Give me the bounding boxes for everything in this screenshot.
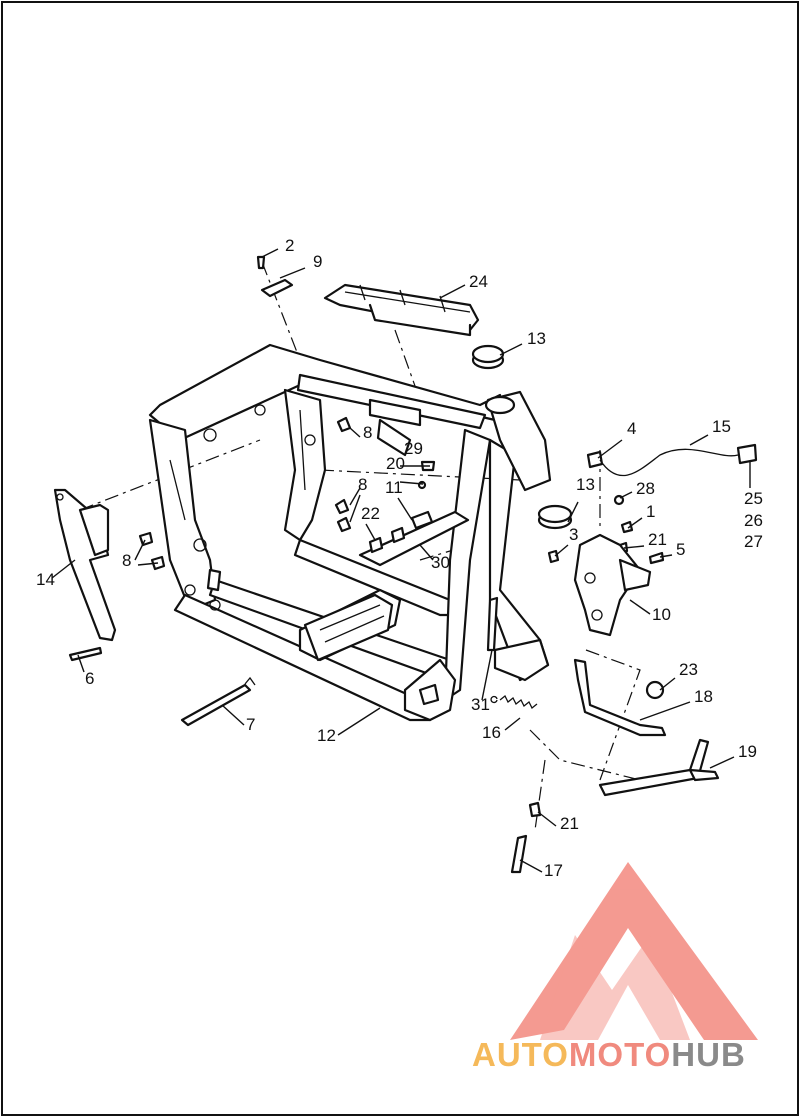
callout-c13b: 13 xyxy=(576,475,595,494)
callout-c22: 22 xyxy=(361,504,380,523)
part-13-bearing-cups xyxy=(471,344,573,530)
callout-c19: 19 xyxy=(738,742,757,761)
callout-c9: 9 xyxy=(313,252,322,271)
part-7-cable-tie xyxy=(180,676,256,727)
callout-c18: 18 xyxy=(694,687,713,706)
callout-c15: 15 xyxy=(712,417,731,436)
fasteners xyxy=(68,255,665,874)
part-10-stand-bracket xyxy=(573,533,652,637)
callout-c8a: 8 xyxy=(363,423,372,442)
callout-c30: 30 xyxy=(431,553,450,572)
watermark-logo xyxy=(510,862,758,1040)
callout-c16: 16 xyxy=(482,723,501,742)
callout-c11: 11 xyxy=(385,478,403,497)
callout-c23: 23 xyxy=(679,660,698,679)
watermark-text: AUTOMOTOHUB xyxy=(472,1036,746,1073)
part-18-jiffy-stand xyxy=(573,658,667,737)
watermark-part3: HUB xyxy=(671,1036,746,1073)
callout-c26: 26 xyxy=(744,511,763,530)
callout-c7: 7 xyxy=(246,715,255,734)
part-14-bracket xyxy=(53,488,117,642)
callout-c8c: 8 xyxy=(122,551,131,570)
callout-c8b: 8 xyxy=(358,475,367,494)
callout-c10: 10 xyxy=(652,605,671,624)
watermark-part2: MOTO xyxy=(569,1036,671,1073)
callout-c6: 6 xyxy=(85,669,94,688)
callout-labels: 1234567888910111213131415161718192021212… xyxy=(36,236,763,880)
callout-c21b: 21 xyxy=(560,814,579,833)
callout-c17: 17 xyxy=(544,861,563,880)
callout-c3: 3 xyxy=(569,525,578,544)
callout-c31: 31 xyxy=(471,695,490,714)
part-24-tray xyxy=(323,283,480,337)
callout-c12: 12 xyxy=(317,726,336,745)
callout-c14: 14 xyxy=(36,570,55,589)
callout-c20: 20 xyxy=(386,454,405,473)
assembly-lines xyxy=(79,261,641,831)
part-15-sensor xyxy=(586,443,758,477)
callout-c1: 1 xyxy=(646,502,655,521)
callout-c13a: 13 xyxy=(527,329,546,348)
callout-c2: 2 xyxy=(285,236,294,255)
callout-c21a: 21 xyxy=(648,530,667,549)
watermark-part1: AUTO xyxy=(472,1036,569,1073)
callout-c27: 27 xyxy=(744,532,763,551)
part-19-kickstand xyxy=(598,738,720,797)
main-frame xyxy=(148,343,552,722)
part-16-spring xyxy=(490,694,538,710)
callout-c25: 25 xyxy=(744,489,763,508)
leader-lines xyxy=(51,248,751,873)
callout-c5: 5 xyxy=(676,540,685,559)
callout-c28: 28 xyxy=(636,479,655,498)
callout-c29: 29 xyxy=(404,439,423,458)
callout-c4: 4 xyxy=(627,419,636,438)
callout-c24: 24 xyxy=(469,272,488,291)
